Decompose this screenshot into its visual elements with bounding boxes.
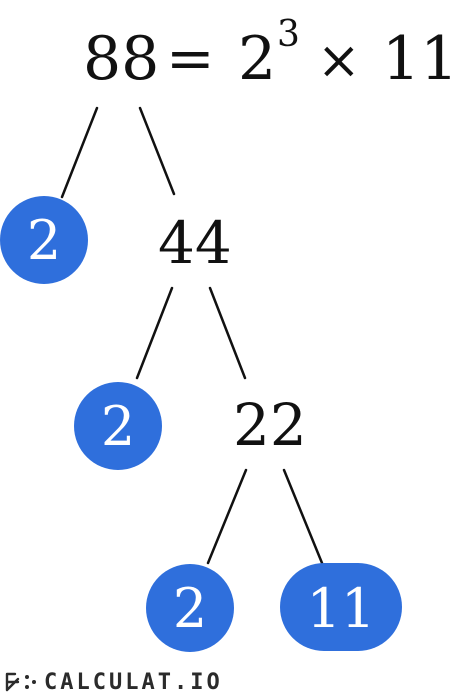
branch-line [206,468,248,565]
tree-branches [60,106,324,565]
branch-line [282,468,324,565]
prime-node-bubble [0,196,88,284]
prime-node: 2 [27,209,61,272]
equation-lhs: 88 [83,24,159,94]
brand-name: CALCULAT.IO [44,669,223,695]
brand-watermark: CALCULAT.IO [4,669,223,695]
branch-line [60,106,99,199]
composite-node: 22 [233,391,307,459]
prime-node-bubble [280,563,402,651]
branch-line [138,106,176,196]
equation-base: 2 [238,24,276,94]
equation-equals: = [166,24,215,92]
composite-node: 44 [158,209,232,277]
branch-line [208,286,247,380]
branch-line [135,286,174,380]
equation-exponent: 3 [277,14,300,55]
prime-node: 2 [101,395,135,458]
prime-node: 2 [173,577,207,640]
prime-node-bubble [146,564,234,652]
prime-node-bubble [74,382,162,470]
equation-times: × [317,31,361,91]
prime-node: 11 [307,577,376,640]
calculator-logo-icon [5,672,36,692]
equation-factor: 11 [382,24,458,94]
